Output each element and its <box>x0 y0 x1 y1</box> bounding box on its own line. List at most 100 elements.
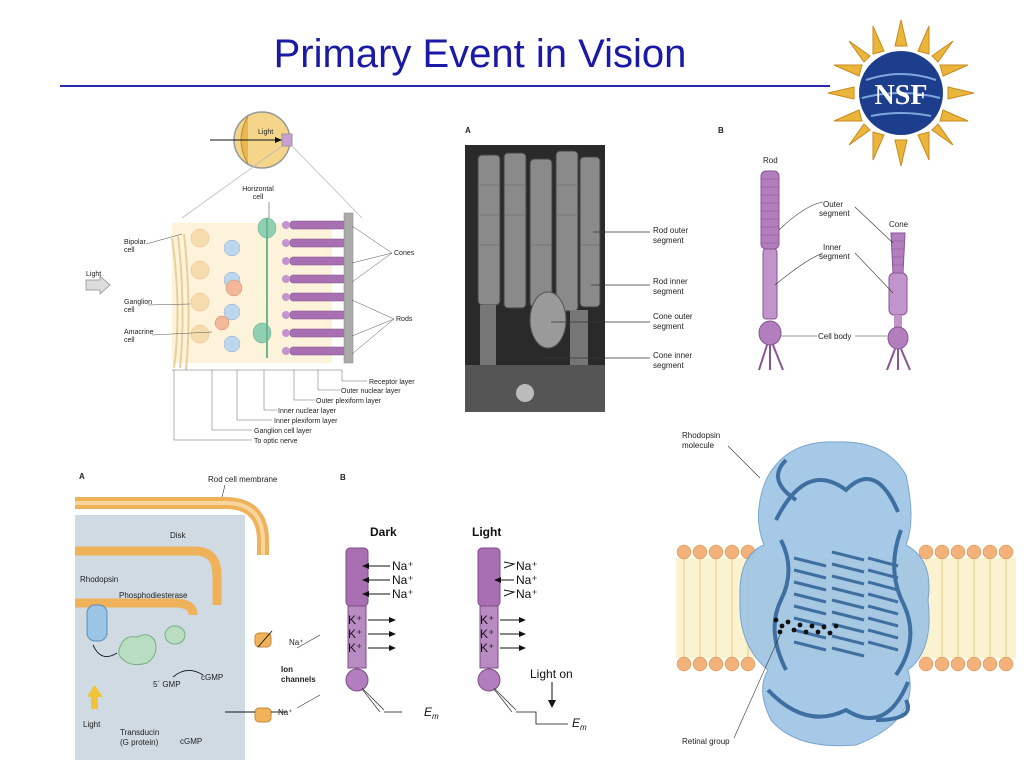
disk-label: Disk <box>170 531 187 540</box>
light-na-2: Na⁺ <box>516 573 538 587</box>
cgmp-label-1: cGMP <box>201 673 223 682</box>
light-rod <box>477 547 568 725</box>
cone-label: Cone <box>889 220 909 229</box>
amacrine-cell-label-2: cell <box>124 337 135 344</box>
light-k-3: K⁺ <box>480 641 494 655</box>
inner-segment-2: segment <box>819 252 850 261</box>
transducin-label-1: Transducin <box>120 728 159 737</box>
light-label: Light <box>472 525 501 539</box>
micro-label-3b: segment <box>653 322 684 331</box>
light-on-label: Light on <box>530 667 573 681</box>
cell-body-label: Cell body <box>818 332 851 341</box>
ganglion-cell-label-2: cell <box>124 307 135 314</box>
retina-diagram: Light Horizontal cell <box>85 111 415 445</box>
ganglion-cell-label-1: Ganglion <box>124 299 152 306</box>
layer-outer-plexiform: Outer plexiform layer <box>316 398 382 405</box>
dark-em-sub: m <box>432 712 439 721</box>
rhodopsin-icon <box>86 604 108 642</box>
rhodopsin-molecule-label-1: Rhodopsin <box>682 431 720 440</box>
nsf-logo: NSF <box>827 19 975 167</box>
cgmp-label-2: cGMP <box>180 737 202 746</box>
phosphodiesterase-icon <box>164 625 186 645</box>
micro-label-3a: Cone outer <box>653 312 693 321</box>
micrograph-panel: A Rod outer segment Rod inner segment Co… <box>465 126 693 412</box>
micro-label-4b: segment <box>653 361 684 370</box>
retinal-group-label: Retinal group <box>682 737 730 746</box>
slide-title: Primary Event in Vision <box>273 32 687 76</box>
light-k-1: K⁺ <box>480 613 494 627</box>
transducin-icon <box>118 634 157 666</box>
transducin-label-2: (G protein) <box>120 738 159 747</box>
dark-label: Dark <box>370 525 397 539</box>
outer-segment-2: segment <box>819 209 850 218</box>
rod-cell-membrane-label: Rod cell membrane <box>208 475 278 484</box>
outer-segment-1: Outer <box>823 200 843 209</box>
rhodopsin-molecule-diagram: Rhodopsin molecule Re <box>676 431 1016 747</box>
eye-light-label: Light <box>258 129 273 136</box>
light-em-label: Em <box>572 716 587 732</box>
five-gmp-label: 5´ GMP <box>153 680 181 689</box>
light-label: Light <box>83 720 101 729</box>
rhodopsin-molecule-label-2: molecule <box>682 441 715 450</box>
micro-label-1a: Rod outer <box>653 226 688 235</box>
light-arrow <box>87 685 103 709</box>
micro-label-1b: segment <box>653 236 684 245</box>
bipolar-cell-label-2: cell <box>124 247 135 254</box>
light-k-arrows <box>500 619 522 649</box>
phototransduction-diagram: A Rod cell membrane Disk Rhodopsin Phosp… <box>75 472 340 760</box>
micro-label-2b: segment <box>653 287 684 296</box>
bipolar-cell-label-1: Bipolar <box>124 239 146 246</box>
side-light-label: Light <box>86 271 101 278</box>
dark-light-diagram: B Dark Light Na⁺ Na⁺ Na⁺ K⁺ K⁺ K⁺ Na⁺ <box>340 473 587 732</box>
phosphodiesterase-label: Phosphodiesterase <box>119 591 188 600</box>
nsf-logo-text: NSF <box>875 80 928 111</box>
light-na-3: Na⁺ <box>516 587 538 601</box>
light-arrow-icon <box>85 275 111 295</box>
dark-em-letter: E <box>424 705 433 719</box>
retina-cell-layers <box>171 212 354 371</box>
rod-label: Rod <box>763 156 778 165</box>
dark-na-2: Na⁺ <box>392 573 414 587</box>
light-em-sub: m <box>580 723 587 732</box>
rods-label: Rods <box>396 316 413 323</box>
photoreceptor-row <box>282 220 351 356</box>
dark-em-label: Em <box>424 705 439 721</box>
dark-rod <box>345 547 402 713</box>
helix-bundle <box>766 458 913 722</box>
layer-ganglion: Ganglion cell layer <box>254 428 312 435</box>
light-em-letter: E <box>572 716 581 730</box>
na-plus-label-1: Na⁺ <box>289 638 303 647</box>
title-rule <box>60 85 830 87</box>
inner-segment-1: Inner <box>823 243 842 252</box>
layer-inner-nuclear: Inner nuclear layer <box>278 408 337 415</box>
horizontal-cell-label-2: cell <box>253 194 264 201</box>
rod-cone-diagram: B Rod Cone Outer segment Inner segment C… <box>718 126 911 371</box>
micro-label-2a: Rod inner <box>653 277 688 286</box>
layer-outer-nuclear: Outer nuclear layer <box>341 388 401 395</box>
ion-channels-label-2: channels <box>281 675 316 684</box>
dark-na-1: Na⁺ <box>392 559 414 573</box>
membrane-panel-letter: A <box>79 472 85 481</box>
electron-micrograph <box>465 145 605 412</box>
sun-rays <box>827 19 975 167</box>
rod-cell <box>758 170 784 371</box>
helix-coils <box>793 550 899 658</box>
horizontal-cell-label-1: Horizontal <box>242 186 274 193</box>
dark-na-3: Na⁺ <box>392 587 414 601</box>
dark-k-3: K⁺ <box>348 641 362 655</box>
dark-k-1: K⁺ <box>348 613 362 627</box>
layer-inner-plexiform: Inner plexiform layer <box>274 418 338 425</box>
dark-k-arrows <box>368 619 392 649</box>
cone-cell <box>886 232 911 371</box>
rhodopsin-label: Rhodopsin <box>80 575 118 584</box>
darklight-panel-letter: B <box>340 473 346 482</box>
rod-cell-interior <box>75 497 340 760</box>
layer-receptor: Receptor layer <box>369 379 415 386</box>
micro-label-4a: Cone inner <box>653 351 692 360</box>
micrograph-panel-letter: A <box>465 126 471 135</box>
cones-label: Cones <box>394 250 415 257</box>
amacrine-cell-label-1: Amacrine <box>124 329 154 336</box>
layer-leaders <box>172 369 367 441</box>
cells-panel-letter: B <box>718 126 724 135</box>
eye-icon <box>210 111 293 169</box>
